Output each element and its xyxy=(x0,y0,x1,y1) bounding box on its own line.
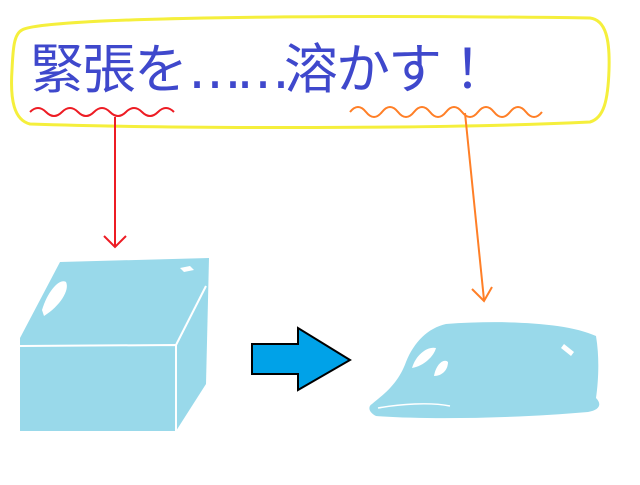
ice-cube-icon xyxy=(19,258,209,432)
title-part-tension: 緊張を xyxy=(30,38,188,101)
title-text: 緊張を……溶かす！ xyxy=(30,30,610,110)
underline-red xyxy=(29,107,175,117)
title-bubble xyxy=(10,15,611,129)
melted-ice-icon xyxy=(369,322,600,419)
right-arrow-icon xyxy=(251,326,352,392)
title-exclamation: ！ xyxy=(454,38,508,101)
underline-orange xyxy=(349,106,543,118)
pointer-arrow-red xyxy=(103,117,127,249)
title-ellipsis: …… xyxy=(188,38,290,101)
pointer-arrow-orange xyxy=(464,112,493,303)
title-part-melt: 溶かす xyxy=(284,38,442,101)
